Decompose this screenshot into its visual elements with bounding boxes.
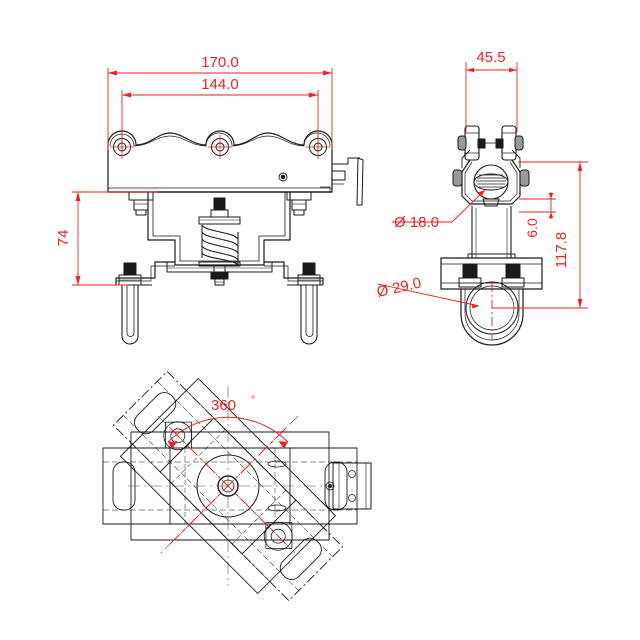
front-view-upper-bolts [128,191,312,216]
dim-74-label: 74 [55,230,72,247]
front-view-fastener-detail [278,172,288,182]
dim-144-label: 144.0 [201,76,239,93]
front-view-body [107,130,333,193]
dim-45-5-label: 45.5 [476,49,505,66]
side-view-trolley-wheels [457,125,524,161]
front-view-u-bolts [118,262,321,345]
front-view-dimensions [72,68,333,286]
side-view [440,125,543,346]
side-view-dimensions [377,62,588,340]
front-view-spring-assembly [198,197,241,286]
dim-360-label: 360 [211,397,236,414]
side-view-yoke [452,149,530,207]
front-view-lever [320,157,364,206]
side-view-stem [471,206,512,258]
dim-6-0-label: 6.0 [524,218,540,238]
degree-symbol: ° [251,395,255,406]
bottom-view-angle-dimension [167,416,289,545]
dim-117-8-label: 117.8 [553,232,570,268]
dim-170-label: 170.0 [201,54,239,71]
dim-18-0-label: Ø 18.0 [394,214,439,231]
front-view-hanger-bracket [147,192,291,273]
side-view-base-plate [440,253,543,290]
